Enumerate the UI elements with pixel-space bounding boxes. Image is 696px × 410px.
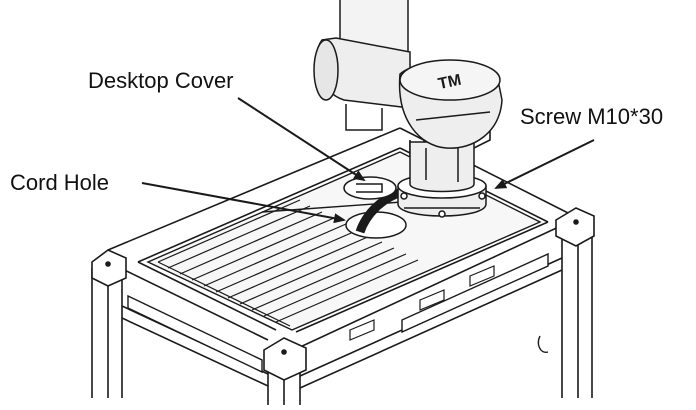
cord-hole-shape [345, 187, 407, 239]
screw-leader [494, 139, 595, 189]
ribbed-panel [157, 199, 419, 327]
side-slots [349, 265, 495, 341]
cord-hole-label: Cord Hole [10, 170, 110, 195]
robot-logo-text: TM [437, 72, 463, 93]
cord-hole-leader [141, 182, 346, 224]
desktop-cover-leader [237, 97, 366, 182]
leader-lines [141, 97, 595, 224]
corner-caps [91, 119, 595, 381]
desktop-cover-shape [343, 176, 397, 200]
desktop-cover-label: Desktop Cover [88, 68, 234, 93]
handle-bars [127, 252, 549, 374]
screw-label: Screw M10*30 [520, 104, 664, 129]
robot-arm [313, 0, 503, 193]
